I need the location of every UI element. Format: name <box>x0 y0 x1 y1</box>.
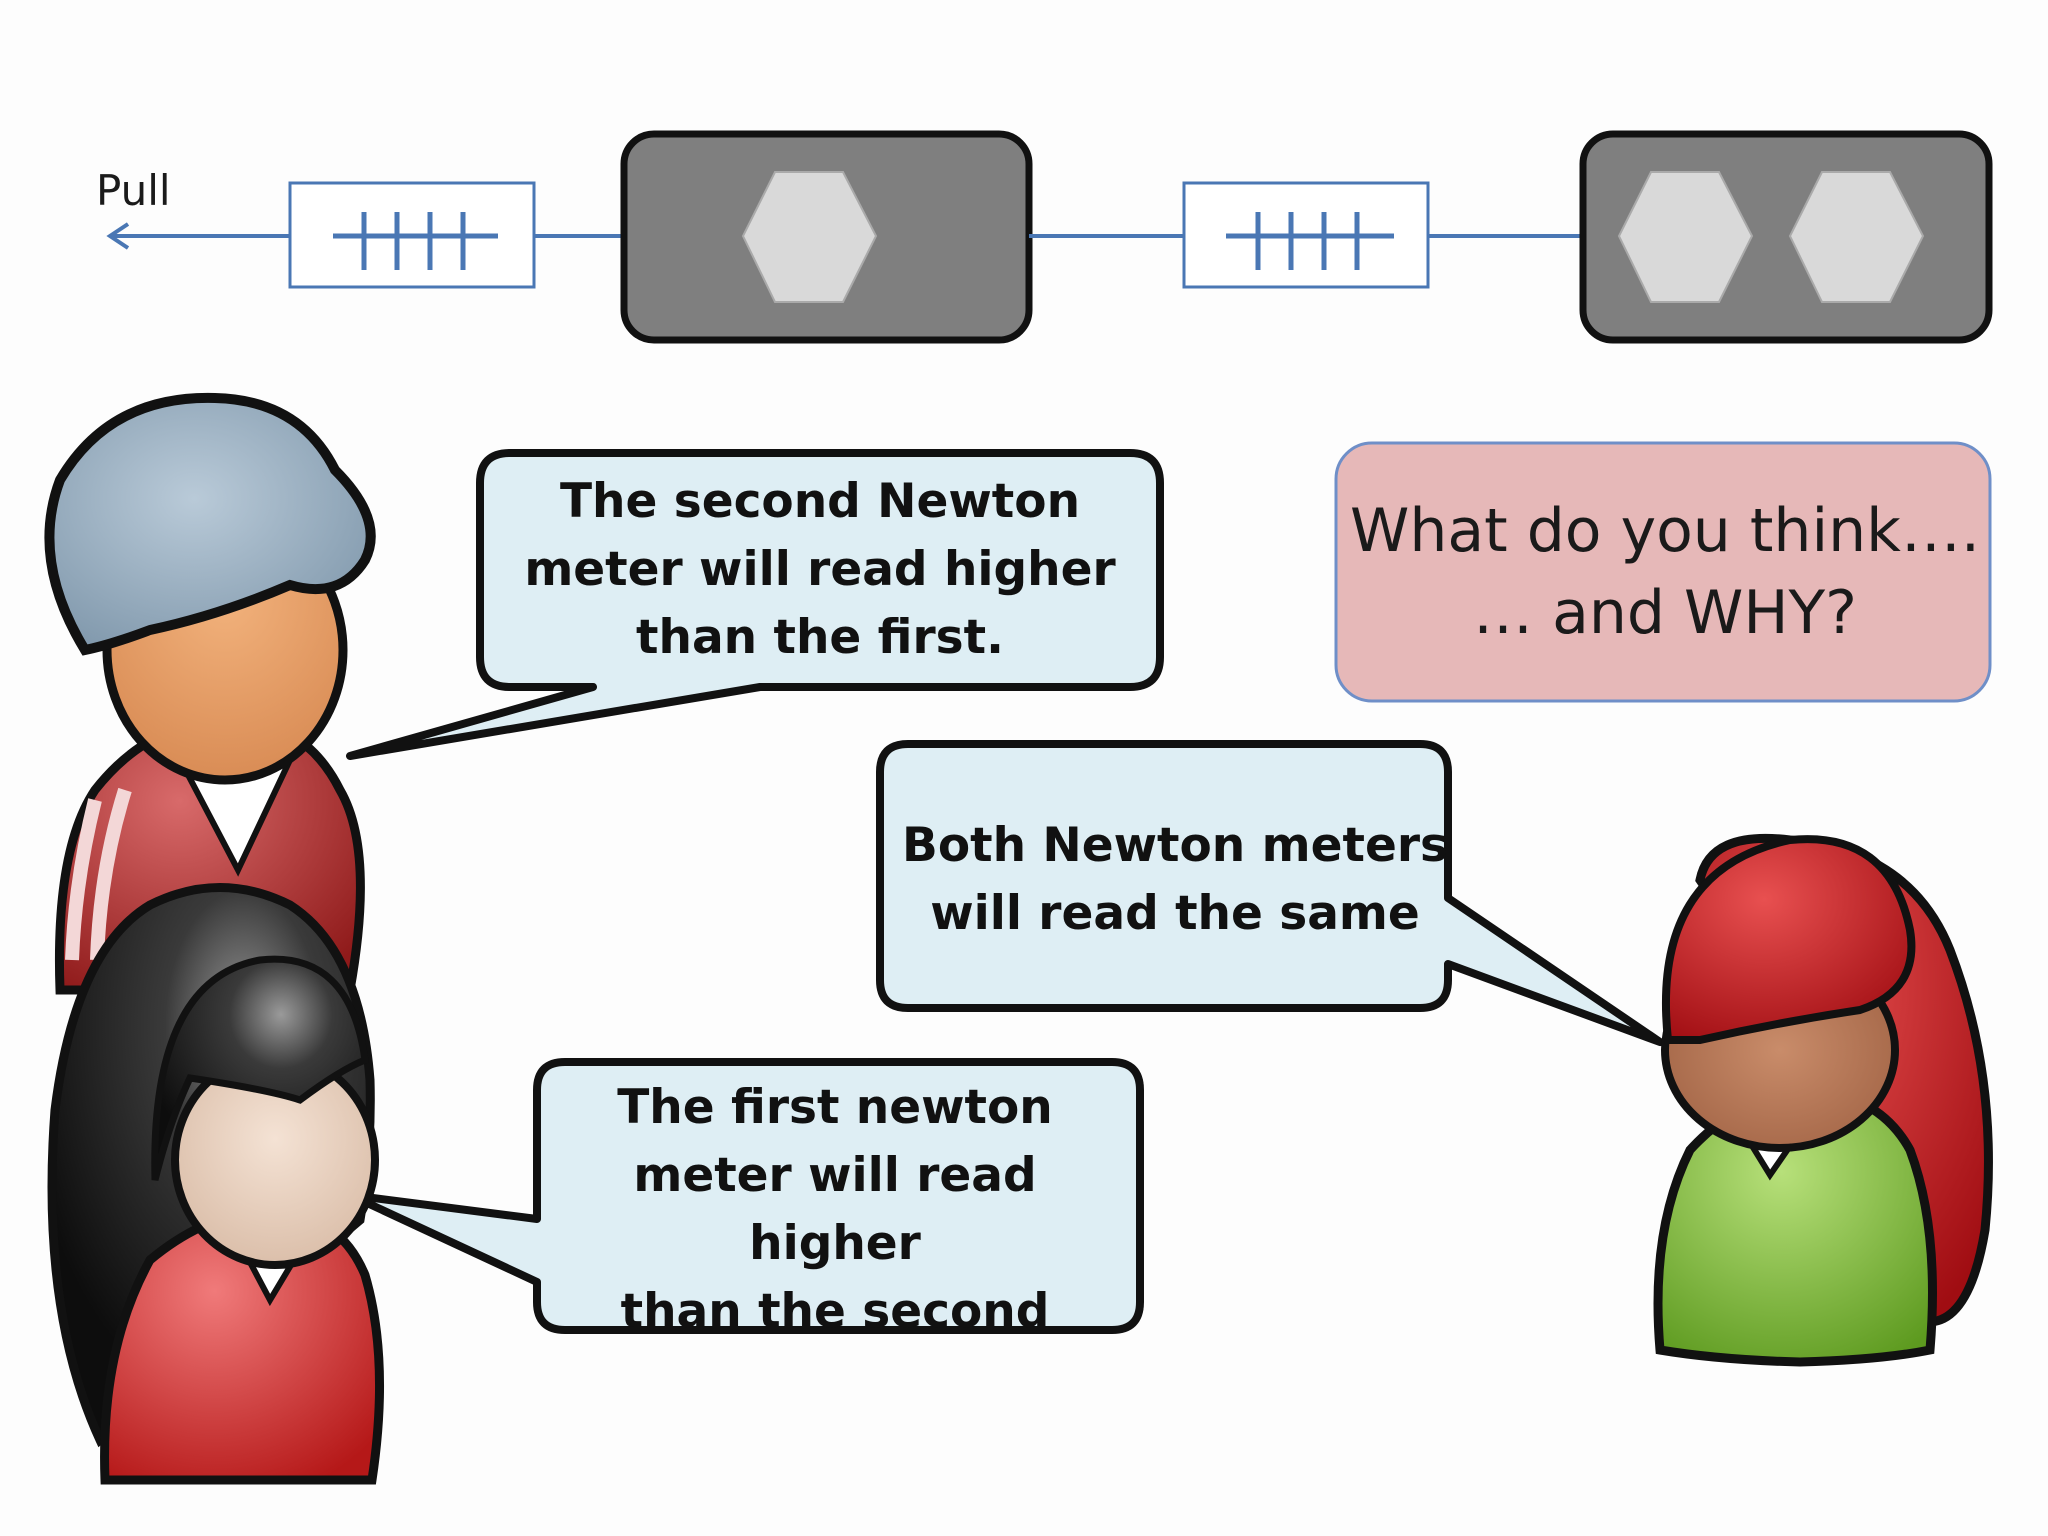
girl-right-shirt <box>1653 1085 1937 1367</box>
hexagon-weight <box>1617 171 1754 303</box>
girl-left-figure <box>47 883 385 1485</box>
newton-meter-2 <box>1182 181 1430 289</box>
speech-bubble-girl-right <box>876 740 1664 1046</box>
pull-label: Pull <box>96 166 171 215</box>
boy-cap <box>44 392 376 656</box>
newton-meter-1 <box>288 181 536 289</box>
speech-bubble-girl-right-text: Both Newton meters will read the same <box>902 818 1448 941</box>
apparatus <box>106 130 1993 344</box>
arrow-head-icon <box>106 222 130 250</box>
speech-bubble-girl-left-text: The first newton meter will read higher … <box>617 1080 1053 1339</box>
speech-bubble-boy <box>346 449 1164 760</box>
girl-right-fringe <box>1661 835 1916 1044</box>
speech-bubble-boy-text: The second Newton meter will read higher… <box>524 474 1116 665</box>
block-2 <box>1579 130 1993 344</box>
block-1 <box>620 130 1033 344</box>
speech-bubble-girl-left <box>346 1058 1144 1334</box>
question-text: What do you think…. … and WHY? <box>1350 496 1980 648</box>
girl-right-figure <box>1653 833 1993 1367</box>
girl-left-fringe <box>151 955 369 1181</box>
question-box <box>1334 441 1992 703</box>
hexagon-weight <box>1788 171 1925 303</box>
hexagon-weight <box>741 171 878 303</box>
